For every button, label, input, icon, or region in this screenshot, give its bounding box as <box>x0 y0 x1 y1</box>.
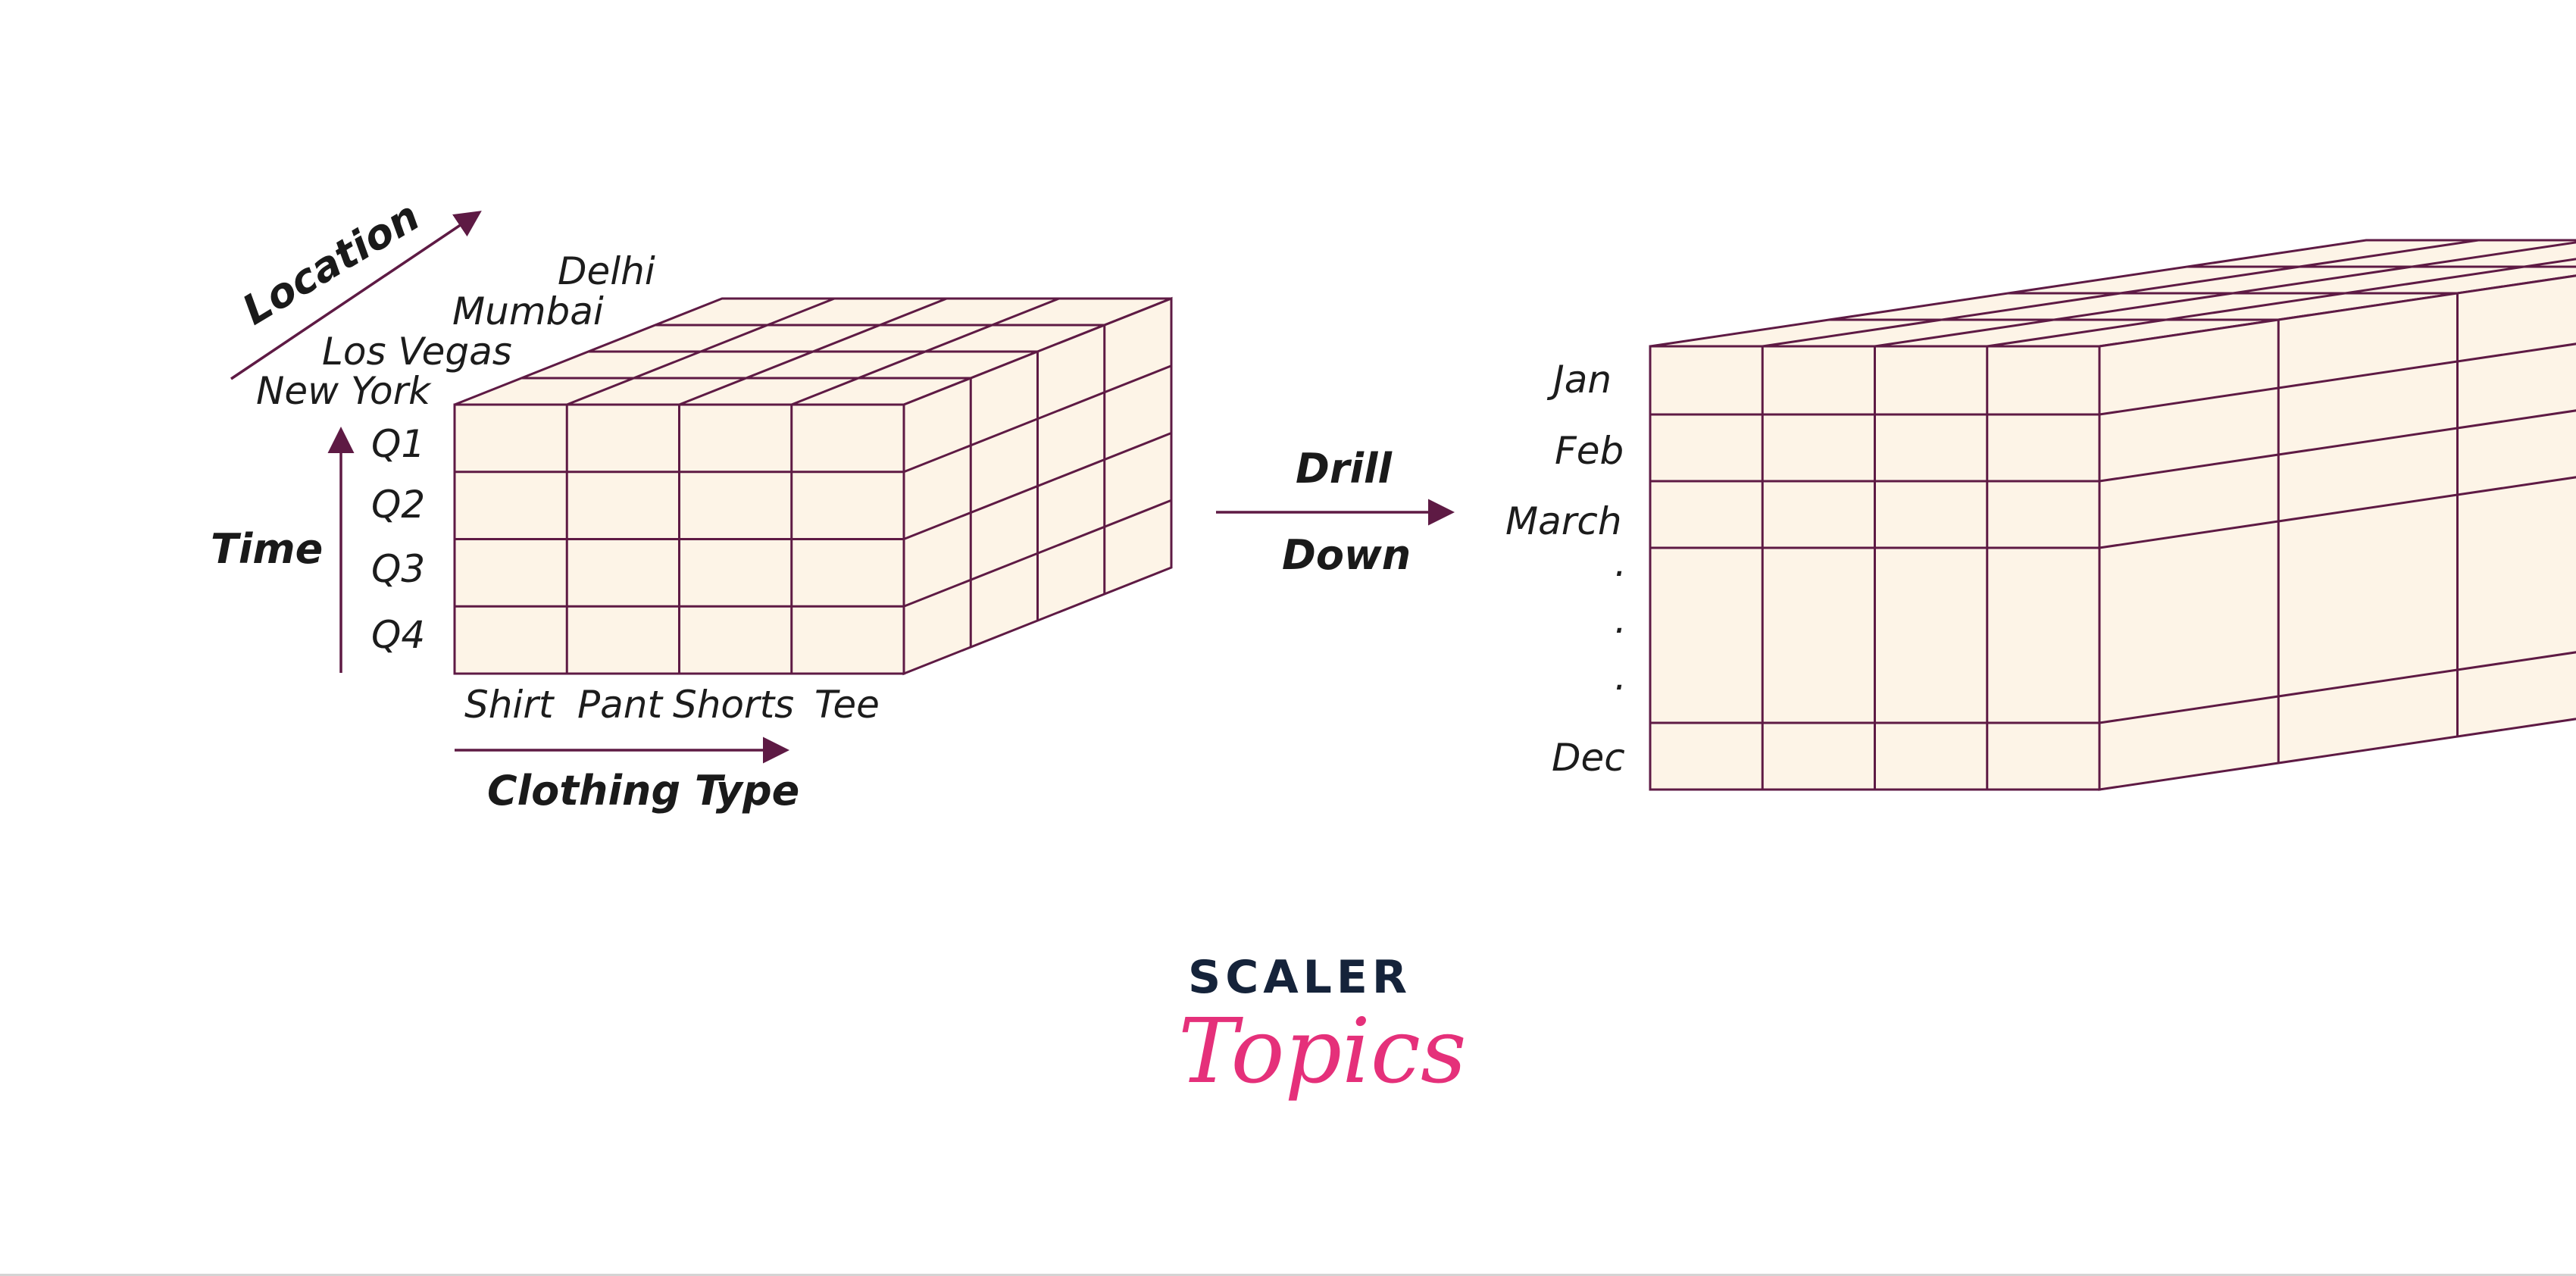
month-label-dot-1: . <box>1615 541 1627 585</box>
scaler-topics-logo: SCALER Topics <box>1178 951 1467 1103</box>
month-label-march: March <box>1505 499 1622 543</box>
left-cube-lines-side-line-row-3 <box>903 499 1172 608</box>
right-cube-grid <box>1649 239 2576 791</box>
right-cube-lines-side-line-row-2 <box>2099 409 2576 483</box>
month-label-dot-2: . <box>1615 598 1627 642</box>
left-cube <box>453 296 1173 676</box>
right-cube-lines-side-line-row-3 <box>2099 476 2576 549</box>
quarter-label-q2: Q2 <box>371 483 425 527</box>
bottom-divider <box>0 1274 2576 1276</box>
location-label-new-york: New York <box>256 369 432 413</box>
clothing-label-shirt: Shirt <box>464 683 555 727</box>
location-axis-arrow <box>230 211 482 380</box>
left-cube-grid <box>453 296 1173 676</box>
drill-label: Drill <box>1296 445 1393 493</box>
quarter-label-q4: Q4 <box>371 613 425 657</box>
month-label-dot-3: . <box>1615 655 1627 699</box>
time-axis-title: Time <box>211 525 323 573</box>
month-label-feb: Feb <box>1555 429 1624 473</box>
right-cube-lines-side-line-row-4 <box>2099 651 2576 724</box>
location-label-los-vegas: Los Vegas <box>322 330 512 374</box>
clothing-axis-title: Clothing Type <box>487 767 799 815</box>
location-label-delhi: Delhi <box>558 249 655 293</box>
clothing-label-pant: Pant <box>577 683 664 727</box>
brand-scaler-text: SCALER <box>1188 951 1411 1004</box>
quarter-label-q3: Q3 <box>371 547 425 591</box>
location-label-mumbai: Mumbai <box>452 289 604 333</box>
clothing-label-shorts: Shorts <box>673 683 794 727</box>
left-cube-lines-side-line-row-1 <box>903 364 1172 474</box>
clothing-label-tee: Tee <box>814 683 880 727</box>
left-cube-lines-side-line-row-2 <box>903 432 1172 540</box>
right-cube-lines-side-line-row-1 <box>2099 342 2576 416</box>
brand-topics-text: Topics <box>1178 999 1467 1103</box>
down-label: Down <box>1282 531 1411 579</box>
month-label-jan: Jan <box>1546 358 1612 402</box>
right-cube <box>1649 239 2576 791</box>
quarter-label-q1: Q1 <box>371 422 425 466</box>
month-label-dec: Dec <box>1552 736 1625 780</box>
